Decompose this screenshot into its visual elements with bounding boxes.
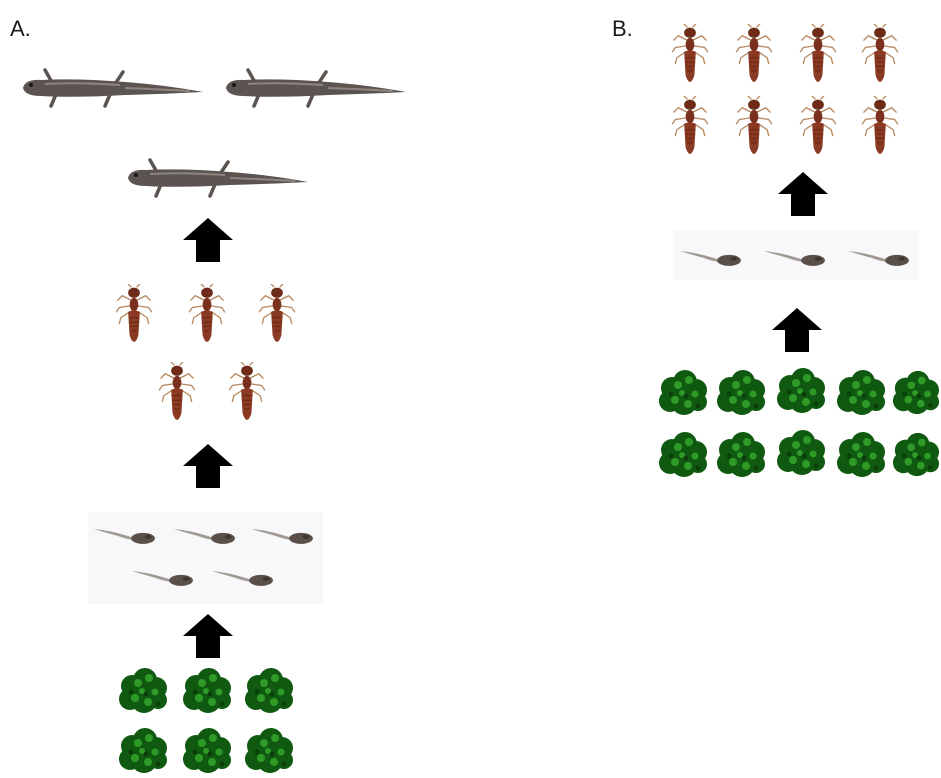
dragonfly-nymph-icon — [671, 24, 709, 83]
panel-a-nymphs — [115, 284, 296, 421]
panel-a — [21, 68, 408, 773]
dragonfly-nymph-icon — [735, 96, 773, 155]
dragonfly-nymph-icon — [799, 24, 837, 83]
dragonfly-nymph-icon — [258, 284, 296, 343]
algae-icon — [659, 432, 707, 477]
panel-a-algae — [119, 668, 293, 773]
panel-b-label: B. — [612, 16, 633, 41]
salamander-icon — [224, 68, 408, 108]
panel-b-nymphs — [671, 24, 899, 155]
up-arrow-icon — [183, 444, 233, 488]
up-arrow-icon — [772, 308, 822, 352]
dragonfly-nymph-icon — [158, 362, 196, 421]
dragonfly-nymph-icon — [188, 284, 226, 343]
algae-icon — [119, 728, 167, 773]
algae-icon — [837, 432, 885, 477]
panel-b-tadpoles — [674, 230, 918, 280]
algae-icon — [183, 728, 231, 773]
panel-a-salamanders — [21, 68, 408, 198]
dragonfly-nymph-icon — [115, 284, 153, 343]
dragonfly-nymph-icon — [735, 24, 773, 83]
dragonfly-nymph-icon — [861, 96, 899, 155]
salamander-icon — [21, 68, 205, 108]
dragonfly-nymph-icon — [228, 362, 266, 421]
panel-a-tadpoles — [88, 512, 323, 604]
algae-icon — [119, 668, 167, 713]
algae-icon — [777, 368, 825, 413]
algae-icon — [892, 370, 940, 415]
algae-icon — [837, 370, 885, 415]
dragonfly-nymph-icon — [861, 24, 899, 83]
up-arrow-icon — [183, 218, 233, 262]
panel-a-label: A. — [10, 16, 31, 41]
up-arrow-icon — [778, 172, 828, 216]
algae-icon — [183, 668, 231, 713]
algae-icon — [892, 432, 940, 477]
panel-b — [659, 24, 940, 477]
up-arrow-icon — [183, 614, 233, 658]
algae-icon — [717, 432, 765, 477]
dragonfly-nymph-icon — [799, 96, 837, 155]
algae-icon — [245, 728, 293, 773]
algae-icon — [717, 370, 765, 415]
algae-icon — [659, 370, 707, 415]
algae-icon — [245, 668, 293, 713]
salamander-icon — [126, 158, 310, 198]
algae-icon — [777, 430, 825, 475]
panel-b-algae — [659, 368, 940, 477]
dragonfly-nymph-icon — [671, 96, 709, 155]
